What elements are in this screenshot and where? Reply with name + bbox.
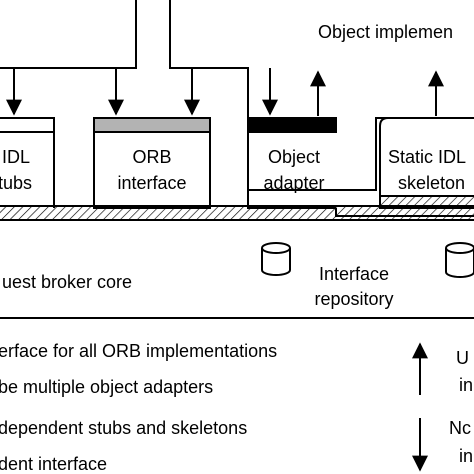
legend-up-line1: U [456, 348, 469, 368]
object-adapter-box: Object adapter [247, 117, 337, 209]
legend-item-1: erface for all ORB implementations [0, 341, 277, 361]
static-idl-skeleton-box: Static IDL skeleton [335, 117, 474, 217]
legend: erface for all ORB implementations be mu… [0, 341, 473, 474]
static-idl-line1: Static IDL [388, 147, 466, 167]
static-idl-line2: skeleton [398, 173, 465, 193]
orb-interface-line2: interface [117, 173, 186, 193]
legend-item-2: be multiple object adapters [0, 377, 213, 397]
orb-interface-line1: ORB [132, 147, 171, 167]
interface-repository-line2: repository [314, 289, 393, 309]
idl-stubs-line2: tubs [0, 173, 32, 193]
legend-item-4: dent interface [0, 454, 107, 474]
idl-stubs-box: IDL tubs [0, 117, 55, 208]
orb-interface-box: ORB interface [93, 117, 211, 209]
legend-up-line2: in [459, 375, 473, 395]
object-implementation-label: Object implemen [318, 22, 453, 42]
object-adapter-line2: adapter [263, 173, 324, 193]
object-adapter-line1: Object [268, 147, 320, 167]
interface-repository-icon [261, 242, 291, 276]
legend-item-3: dependent stubs and skeletons [0, 418, 247, 438]
idl-stubs-line1: IDL [2, 147, 30, 167]
interface-repository-line1: Interface [319, 264, 389, 284]
legend-down-line2: in [459, 446, 473, 466]
orb-core-box: uest broker core [0, 219, 474, 319]
client-box [0, 0, 137, 69]
orb-core-label: uest broker core [2, 272, 132, 292]
implementation-repository-icon [445, 242, 474, 278]
orb-core-hatched-bar [0, 205, 474, 221]
legend-down-line1: Nc [449, 418, 471, 438]
